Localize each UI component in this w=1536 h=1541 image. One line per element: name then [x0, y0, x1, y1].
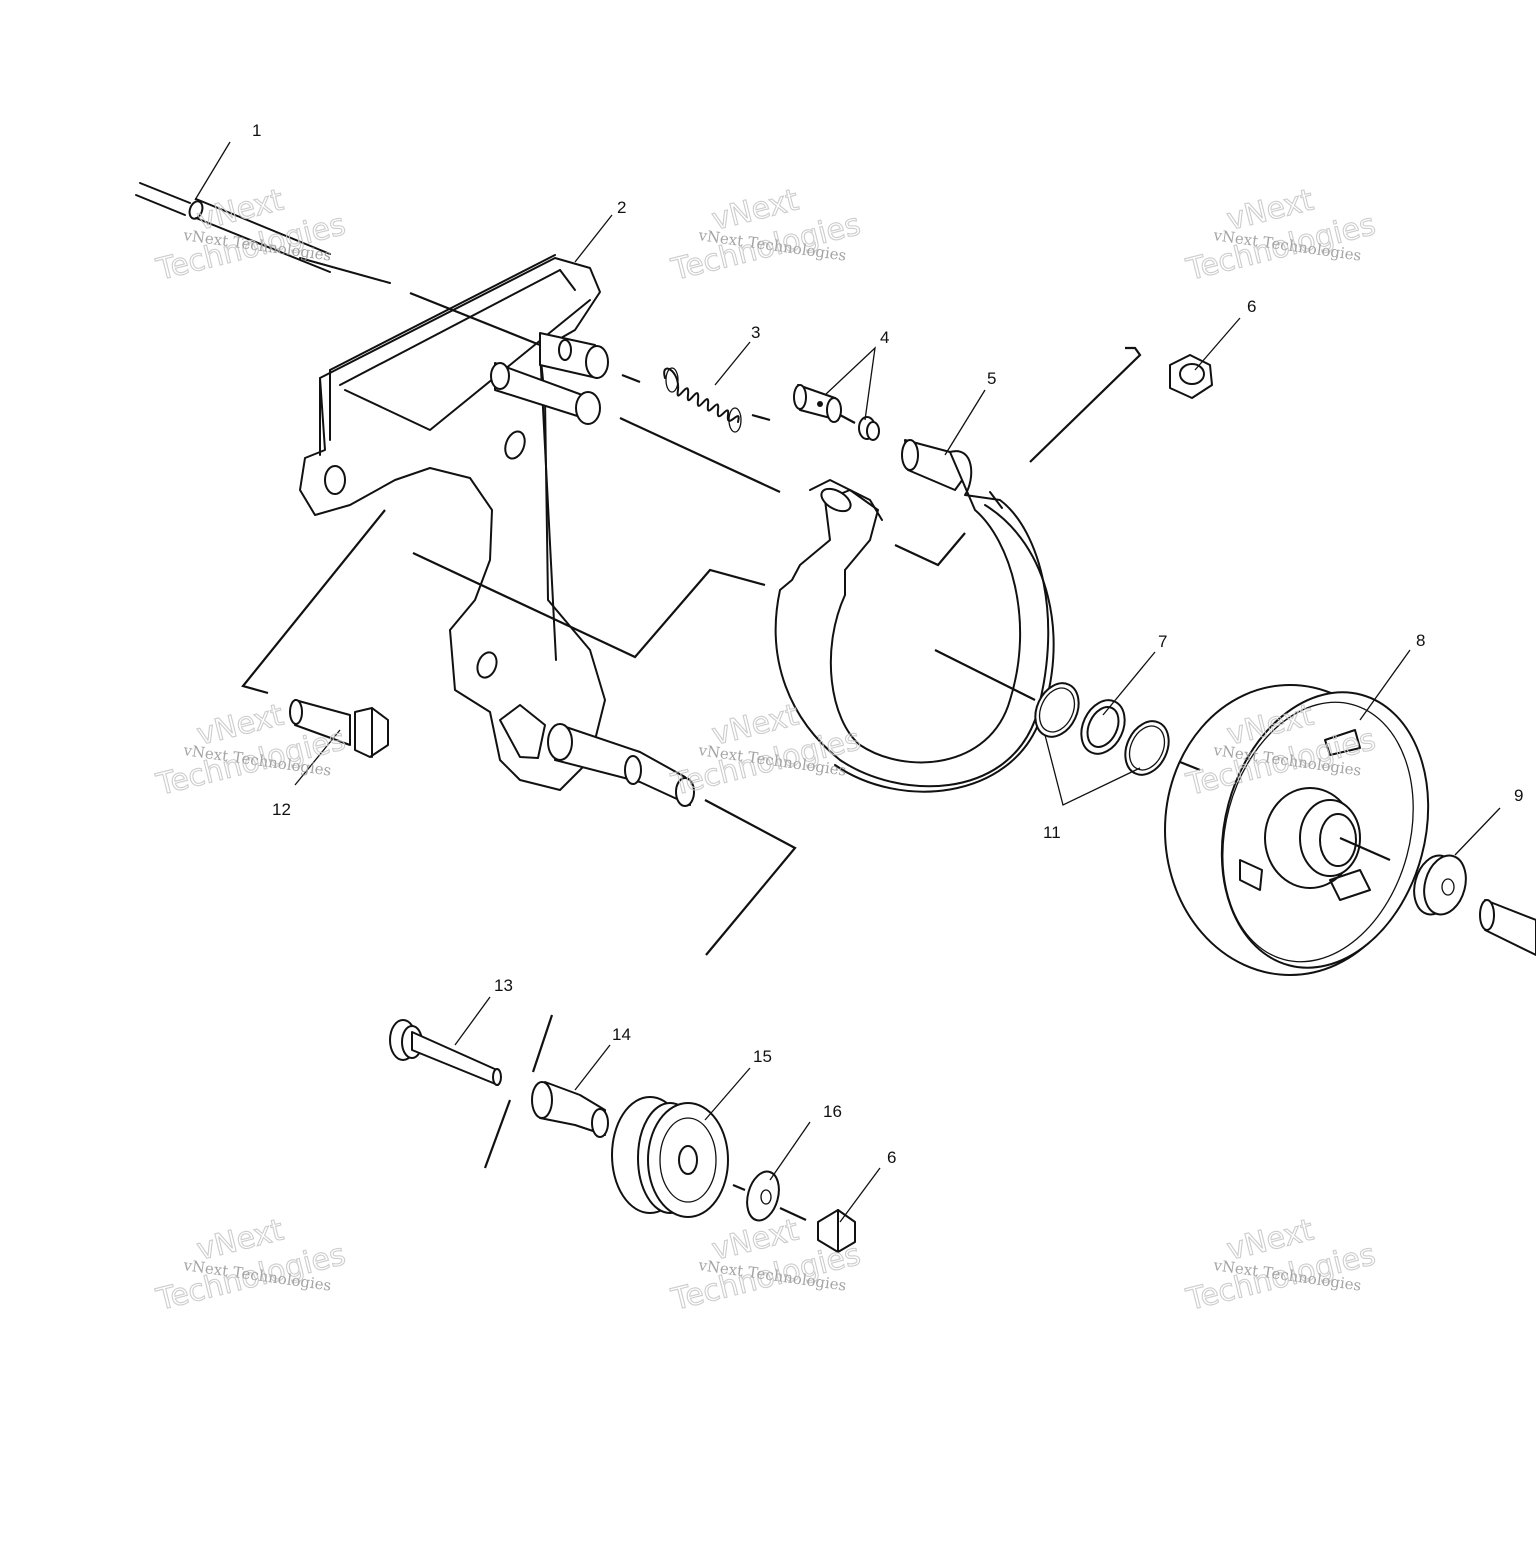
callout-8: 8	[1416, 631, 1425, 650]
part-3-spring	[663, 367, 742, 433]
part-7-spacer	[1080, 699, 1126, 755]
callout-5: 5	[987, 369, 996, 388]
part-9-washer	[1413, 854, 1536, 956]
watermark-tl: vNext Technologies vNext Technologies	[152, 182, 350, 289]
callout-12: 12	[272, 800, 291, 819]
callout-7: 7	[1158, 632, 1167, 651]
callout-2: 2	[617, 198, 626, 217]
leader-lines	[194, 141, 1501, 1223]
part-11-o-rings	[1034, 682, 1170, 776]
watermark-tr: vNext Technologies vNext Technologies	[1182, 182, 1380, 289]
callout-14: 14	[612, 1025, 631, 1044]
part-16-washer	[746, 1170, 780, 1222]
part-5-brake-band	[774, 439, 1055, 793]
callout-6-lower: 6	[887, 1148, 896, 1167]
watermark-bl: vNext Technologies vNext Technologies	[152, 1212, 350, 1319]
part-4-adjuster	[793, 384, 880, 441]
watermark-tc: vNext Technologies vNext Technologies	[667, 182, 865, 289]
part-2-brake-bracket	[299, 254, 695, 807]
callout-4: 4	[880, 328, 889, 347]
callout-13: 13	[494, 976, 513, 995]
part-8-brake-drum	[1164, 684, 1430, 976]
callout-11: 11	[1043, 823, 1061, 842]
part-1-cable	[135, 182, 391, 284]
part-6-nut-upper	[1169, 354, 1213, 399]
callout-3: 3	[751, 323, 760, 342]
callout-9: 9	[1514, 786, 1523, 805]
part-15-pulley	[611, 1096, 729, 1218]
callout-1: 1	[252, 121, 261, 140]
part-6-nut-lower	[817, 1209, 856, 1253]
part-14-bushing	[531, 1081, 609, 1138]
part-13-bolt	[389, 1019, 502, 1086]
callout-6-upper: 6	[1247, 297, 1256, 316]
watermark-br: vNext Technologies vNext Technologies	[1182, 1212, 1380, 1319]
callout-16: 16	[823, 1102, 842, 1121]
assembly-lines	[241, 291, 1391, 1221]
callout-labels: 1 2 3 4 5 6 7 8 9 11 12 13 14 15 16 6	[252, 121, 1523, 1167]
callout-15: 15	[753, 1047, 772, 1066]
